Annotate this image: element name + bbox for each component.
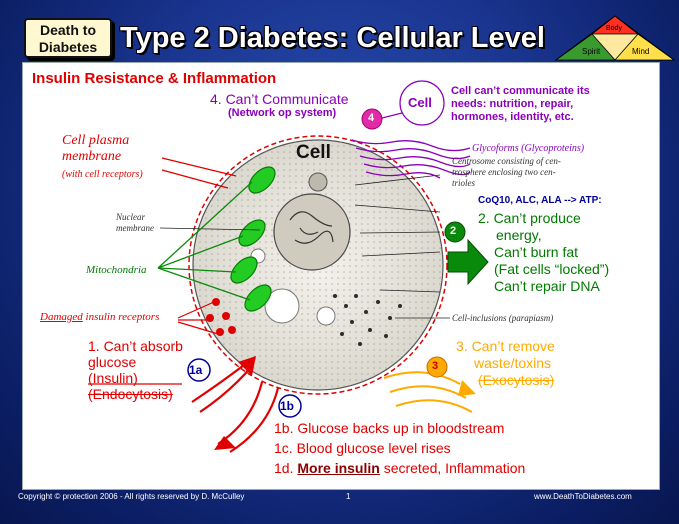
cant-absorb-line: (Endocytosis) [88, 386, 173, 402]
cell-label: Cell [296, 142, 331, 163]
nuclear-line: Nuclear [116, 212, 145, 222]
badge-1b [278, 394, 302, 418]
triangle-right: Mind [632, 47, 649, 56]
badge-3 [426, 356, 448, 378]
cant-remove-label: 3. Can’t remove waste/toxins (Exocytosis… [456, 338, 555, 389]
nucleus [273, 193, 351, 271]
cant-remove-line: (Exocytosis) [478, 372, 555, 388]
cell-needs-line: needs: nutrition, repair, [451, 98, 574, 110]
green-arrow [447, 238, 489, 286]
section-title: Insulin Resistance & Inflammation [32, 70, 277, 87]
orange-arrows [383, 371, 476, 413]
glycoforms-label: Glycoforms (Glycoproteins) [472, 143, 585, 154]
body-spirit-mind-triangle: Body Spirit Mind [554, 15, 676, 61]
consequence-item: 1b. Glucose backs up in bloodstream [274, 420, 505, 436]
cant-produce-line: energy, [496, 227, 542, 243]
cell-inclusions-label: Cell-inclusions (parapiasm) [452, 313, 554, 323]
centrosome-line: trioles [452, 178, 476, 188]
cant-produce-line: (Fat cells “locked”) [494, 261, 610, 277]
consequences-list: 1b. Glucose backs up in bloodstream 1c. … [274, 418, 525, 478]
plasma-line3: (with cell receptors) [62, 169, 143, 180]
badge-4-text: 4 [368, 112, 375, 124]
damaged-receptors-label: Damaged insulin receptors [40, 311, 159, 323]
cant-produce-line: Can’t repair DNA [494, 278, 600, 294]
consequence-prefix: 1d. [274, 460, 298, 476]
cant-absorb-line: 1. Can’t absorb [88, 338, 183, 354]
footer-copyright: Copyright © protection 2006 - All rights… [18, 492, 245, 501]
cant-produce-line: 2. Can’t produce [478, 210, 581, 226]
plasma-membrane-label: Cell plasma membrane (with cell receptor… [62, 133, 143, 183]
consequence-underlined: More insulin [297, 460, 380, 476]
centrosome-line: trosphere enclosing two cen- [452, 167, 556, 177]
consequence-suffix: secreted, Inflammation [379, 460, 526, 476]
badge-1a-text: 1a [189, 363, 203, 377]
page-title: Type 2 Diabetes: Cellular Level [120, 22, 545, 54]
logo: Death to Diabetes [24, 18, 112, 58]
cant-absorb-line: (Insulin) [88, 370, 138, 386]
receptors-rest: insulin receptors [82, 311, 160, 323]
cant-remove-line: waste/toxins [474, 355, 552, 371]
centrosome [308, 172, 328, 192]
network-label: (Network op system) [228, 107, 337, 119]
mitochondria-label: Mitochondria [86, 264, 147, 276]
atp-label: CoQ10, ALC, ALA --> ATP: [478, 195, 602, 206]
triangle-top: Body [606, 25, 622, 32]
consequence-item: 1d. More insulin secreted, Inflammation [274, 458, 525, 478]
badge-2-text: 2 [450, 225, 457, 237]
cant-absorb-line: glucose [88, 354, 137, 370]
nuclear-line: membrane [116, 223, 154, 233]
mitochondria-group [230, 166, 276, 312]
cell-bubble [399, 80, 445, 126]
damaged-word: Damaged [40, 311, 83, 323]
cant-produce-line: Can’t burn fat [494, 244, 579, 260]
consequence-item: 1c. Blood glucose level rises [274, 440, 451, 456]
logo-line2: Diabetes [38, 39, 98, 55]
vacuole [264, 288, 300, 324]
footer-website: www.DeathToDiabetes.com [534, 492, 632, 501]
logo-line1: Death to [40, 22, 96, 38]
cell-membrane-dashed [188, 135, 448, 395]
glycoforms-lines [351, 139, 471, 179]
badge-3-text: 3 [432, 360, 439, 372]
badge-2 [444, 221, 466, 243]
cant-absorb-label: 1. Can’t absorb glucose (Insulin) (Endoc… [88, 338, 183, 402]
nuclear-membrane-label: Nuclear membrane [116, 212, 154, 234]
cell-bubble-label: Cell [408, 95, 432, 110]
cell-inclusions-dots [333, 294, 402, 346]
cant-produce-label: 2. Can’t produce energy, Can’t burn fat … [478, 210, 609, 295]
centrosome-label: Centrosome consisting of cen- trosphere … [452, 156, 561, 189]
footer-page-number: 1 [346, 492, 351, 501]
plasma-line1: Cell plasma [62, 133, 130, 148]
red-arrows [191, 356, 280, 453]
cant-remove-line: 3. Can’t remove [456, 338, 555, 354]
badge-1b-text: 1b [280, 399, 295, 413]
triangle-left: Spirit [582, 47, 601, 56]
plasma-line2: membrane [62, 149, 122, 164]
centrosome-line: Centrosome consisting of cen- [452, 156, 561, 166]
badge-1a [187, 358, 211, 382]
cant-communicate-label: 4. Can’t Communicate [210, 91, 349, 107]
cell-needs-text: Cell can’t communicate its needs: nutrit… [451, 85, 590, 124]
cell-needs-line: hormones, identity, etc. [451, 111, 574, 123]
badge-4 [361, 108, 383, 130]
cell-needs-line: Cell can’t communicate its [451, 85, 590, 97]
